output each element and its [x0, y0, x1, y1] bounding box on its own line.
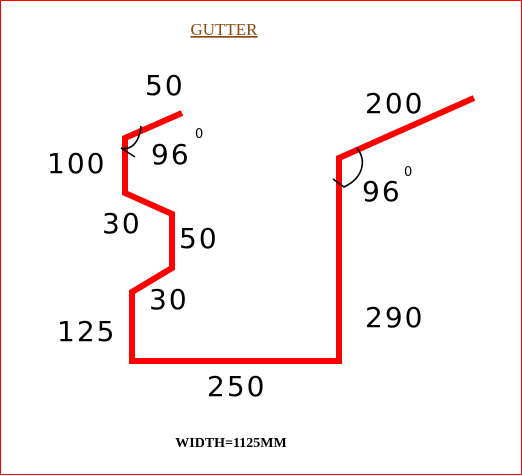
dim-left-top-lip: 50: [145, 69, 185, 102]
left-angle-value: 96: [151, 138, 191, 171]
right-angle-value: 96: [362, 175, 402, 208]
gutter-profile: [122, 95, 476, 364]
left-angle-degree-mark: 0: [195, 127, 203, 142]
dim-left-middle: 50: [179, 222, 219, 255]
diagram-title: GUTTER: [190, 20, 258, 39]
dim-right-side: 290: [365, 301, 424, 334]
dim-left-lower: 125: [57, 315, 116, 348]
right-angle-arc: [332, 147, 364, 188]
dim-bottom: 250: [207, 370, 266, 403]
dim-right-top-lip: 200: [365, 87, 424, 120]
dim-left-upper: 100: [47, 147, 106, 180]
right-angle-degree-mark: 0: [404, 165, 412, 180]
width-note: WIDTH=1125MM: [175, 436, 286, 451]
dim-left-step-in: 30: [102, 207, 142, 240]
dim-left-step-out: 30: [149, 283, 189, 316]
left-angle-arc: [120, 125, 142, 158]
